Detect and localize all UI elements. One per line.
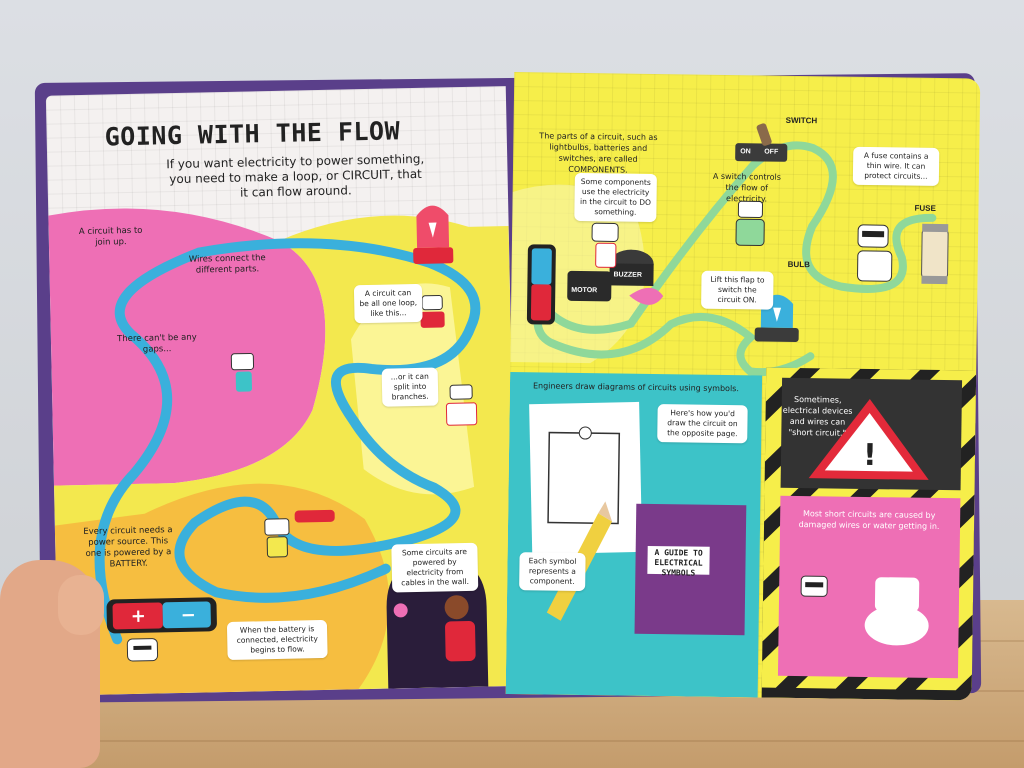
- note-battery-connected: When the battery is connected, electrici…: [226, 619, 328, 661]
- page-title: GOING WITH THE FLOW: [104, 116, 401, 152]
- person-icon: [444, 595, 476, 662]
- note-power-source: Every circuit needs a power source. This…: [83, 525, 173, 570]
- robot-icon-5: [126, 638, 159, 662]
- siren-light-icon: [413, 205, 454, 264]
- note-one-loop: A circuit can be all one loop, like this…: [353, 283, 423, 324]
- robot-icon-6: [591, 222, 619, 268]
- components-note: The parts of a circuit, such as lightbul…: [539, 131, 658, 175]
- flower-icon: [393, 603, 408, 618]
- switch-icon: [735, 123, 788, 162]
- circuit-diagram-sheet: [529, 401, 643, 555]
- note-branches: ...or it can split into branches.: [381, 367, 439, 407]
- robot-icon-3: [445, 384, 478, 426]
- draw-note: Here's how you'd draw the circuit on the…: [657, 404, 748, 444]
- green-wire: [537, 141, 937, 334]
- right-page-art: !: [505, 123, 977, 701]
- robot-icon-9: [800, 575, 828, 597]
- buzzer-label: BUZZER: [613, 271, 642, 279]
- svg-text:+: +: [131, 606, 147, 627]
- note-join-up: A circuit has to join up.: [78, 225, 143, 248]
- svg-text:!: !: [863, 438, 877, 473]
- svg-text:−: −: [181, 605, 197, 626]
- battery-icon: + −: [106, 597, 217, 634]
- symbol-guide-title: A GUIDE TO ELECTRICAL SYMBOLS: [654, 548, 703, 578]
- short-circuit-note: Sometimes, electrical devices and wires …: [782, 394, 853, 438]
- pink-area: [48, 208, 326, 486]
- right-page: ! The parts of a circuit, such as lightb…: [505, 72, 981, 701]
- motor-icon: [567, 270, 612, 302]
- component-use-note: Some components use the electricity in t…: [574, 172, 657, 223]
- thumb: [58, 575, 104, 635]
- intro-text: If you want electricity to power somethi…: [166, 151, 425, 200]
- switch-label: SWITCH: [785, 115, 818, 126]
- fuse-note: A fuse contains a thin wire. It can prot…: [852, 146, 940, 186]
- robot-icon-4: [264, 509, 335, 558]
- motor-label: MOTOR: [571, 286, 598, 295]
- left-page: + −: [45, 86, 519, 696]
- note-gaps: There can't be any gaps...: [117, 332, 197, 355]
- note-wall-cables: Some circuits are powered by electricity…: [391, 542, 479, 593]
- note-wires: Wires connect the different parts.: [188, 253, 266, 276]
- battery-vertical-icon: [526, 244, 556, 325]
- switch-note: A switch controls the flow of electricit…: [712, 171, 781, 204]
- toilet-icon: [864, 605, 929, 646]
- robot-icon-1: [230, 352, 255, 392]
- blue-wire: [94, 238, 481, 645]
- propeller-icon: [629, 287, 664, 305]
- switch-on-label: ON: [740, 148, 751, 156]
- bulb-label: BULB: [787, 259, 810, 270]
- switch-off-label: OFF: [764, 148, 779, 156]
- damage-note: Most short circuits are caused by damage…: [798, 509, 940, 532]
- flap-note[interactable]: Lift this flap to switch the circuit ON.: [701, 270, 774, 310]
- fuse-icon: [921, 223, 949, 285]
- robot-icon-8: [857, 224, 893, 282]
- symbol-note: Each symbol represents a component.: [519, 552, 586, 592]
- robot-icon-7: [735, 200, 765, 246]
- buzzer-icon: [609, 249, 654, 286]
- fuse-label: FUSE: [914, 203, 936, 213]
